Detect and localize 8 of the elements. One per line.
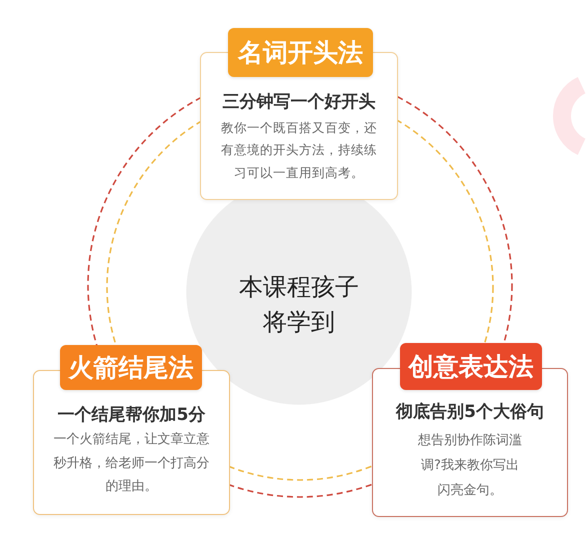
card-subtitle: 三分钟写一个好开头 bbox=[222, 91, 376, 113]
title-badge: 火箭结尾法 bbox=[60, 345, 202, 390]
card-text: 一个火箭结尾，让文章立意秒升格，给老师一个打高分的理由。 bbox=[52, 431, 210, 496]
card-text: 教你一个既百搭又百变，还有意境的开头方法，持续练习可以一直用到高考。 bbox=[220, 118, 378, 182]
title-badge: 创意表达法 bbox=[400, 343, 542, 390]
card-text: 想告别协作陈词滥调?我来教你写出闪亮金句。 bbox=[417, 432, 523, 500]
title-badge: 名词开头法 bbox=[228, 28, 373, 77]
card-subtitle: 一个结尾帮你加5分 bbox=[58, 404, 206, 426]
